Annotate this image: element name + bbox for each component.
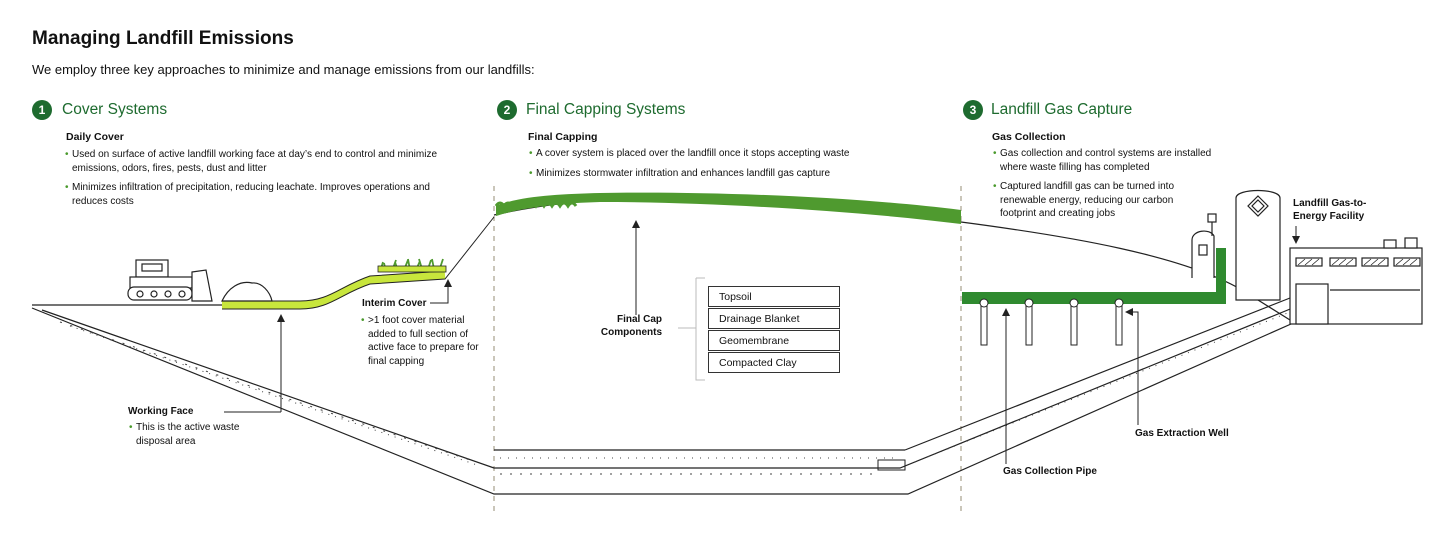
waste-pile [221, 281, 273, 302]
component-geomembrane: Geomembrane [708, 330, 840, 351]
page-title: Managing Landfill Emissions [32, 28, 294, 49]
page-subtitle: We employ three key approaches to minimi… [32, 62, 535, 77]
section-3-number: 3 [963, 100, 983, 120]
daily-cover-heading: Daily Cover [66, 131, 124, 143]
final-capping-heading: Final Capping [528, 131, 598, 143]
leachate-pipe [877, 459, 906, 471]
final-cap-grass [496, 192, 961, 224]
section-1-title: Cover Systems [62, 101, 168, 118]
landfill-liner-inner [41, 304, 1301, 469]
gas-flare-icon [1191, 213, 1217, 278]
gas-collection-pipe-label: Gas Collection Pipe [1003, 466, 1097, 477]
working-face-title: Working Face [128, 406, 194, 417]
component-topsoil: Topsoil [708, 286, 840, 307]
facility-label: Landfill Gas-to-Energy Facility [1293, 198, 1367, 222]
bulldozer-icon [127, 259, 213, 302]
gas-collection-pipe [962, 292, 1224, 304]
gas-wells [979, 298, 1124, 346]
gas-collection-bullet-1: Gas collection and control systems are i… [993, 147, 1230, 174]
working-face-bullet: This is the active waste disposal area [129, 421, 246, 448]
section-2-title: Final Capping Systems [526, 101, 686, 118]
daily-cover-bullet-2: Minimizes infiltration of precipitation,… [65, 181, 462, 208]
daily-cover-bullet-1: Used on surface of active landfill worki… [65, 148, 462, 175]
final-capping-bullet-1: A cover system is placed over the landfi… [529, 147, 936, 161]
interim-cover-title: Interim Cover [362, 298, 427, 309]
energy-facility [1235, 189, 1423, 325]
section-3-title: Landfill Gas Capture [991, 101, 1133, 118]
final-cap-label: Final Cap Components [600, 314, 662, 338]
daily-cover-layer [222, 271, 446, 309]
component-compacted-clay: Compacted Clay [708, 352, 840, 373]
component-drainage-blanket: Drainage Blanket [708, 308, 840, 329]
final-capping-bullet-2: Minimizes stormwater infiltration and en… [529, 167, 936, 181]
right-liner-gravel [914, 311, 1291, 463]
gas-extraction-well-label: Gas Extraction Well [1135, 428, 1229, 439]
gas-collection-bullet-2: Captured landfill gas can be turned into… [993, 180, 1190, 221]
interim-cover-bullet: >1 foot cover material added to full sec… [361, 314, 488, 368]
landfill-liner-outer [31, 307, 1301, 495]
section-1-number: 1 [32, 100, 52, 120]
right-liner-layer [904, 297, 1291, 451]
section-2-number: 2 [497, 100, 517, 120]
gas-collection-heading: Gas Collection [992, 131, 1066, 143]
components-bracket [678, 277, 705, 381]
